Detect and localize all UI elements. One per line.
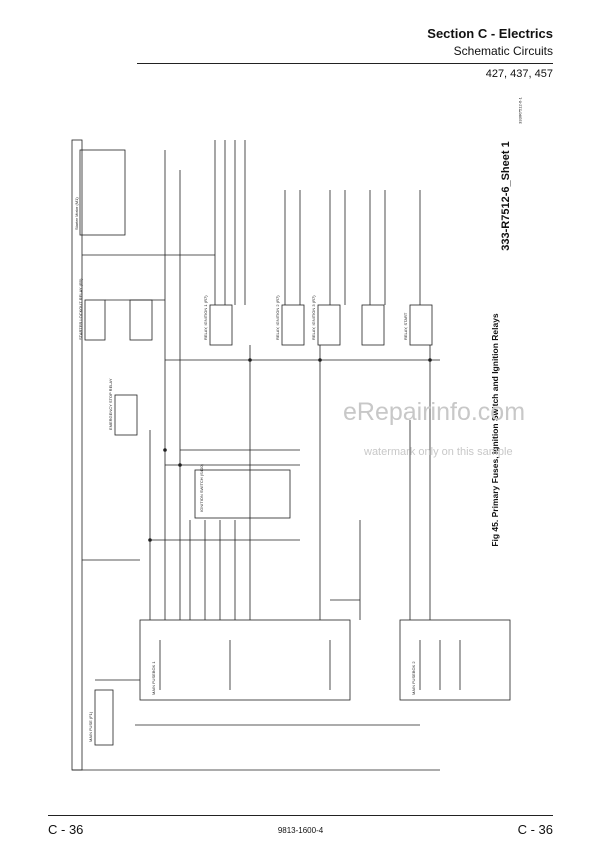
emergency-stop-relay-box — [114, 394, 138, 436]
section-title: Section C - Electrics — [427, 26, 553, 41]
frame-left-rail — [71, 139, 83, 771]
main-fusebox-2-box — [399, 619, 511, 701]
starter-lockout-relay-box — [84, 299, 106, 341]
figure-caption: Fig 45. Primary Fuses, Ignition Switch a… — [490, 313, 500, 547]
watermark-note: watermark only on this sample — [364, 446, 513, 458]
emergency-stop-relay-label: EMERGENCY STOP RELAY — [108, 378, 113, 430]
header-rule — [137, 63, 553, 64]
ignition-switch-box — [194, 469, 291, 519]
page-number-left: C - 36 — [48, 822, 84, 837]
main-fusebox-2-label: MAIN FUSEBOX 2 — [411, 661, 416, 695]
relay-ignition-3-box — [317, 304, 341, 346]
model-numbers: 427, 437, 457 — [485, 68, 553, 80]
relay-start-label: RELAY, START — [403, 312, 408, 340]
relay-ignition-2-label: RELAY, IGNITION 2 (R7) — [275, 295, 280, 340]
relay-ignition-4-box — [361, 304, 385, 346]
starter-motor-box — [79, 149, 126, 236]
sheet-label: 333-R7512-6_Sheet 1 — [500, 141, 512, 251]
starter-lockout-relay-label: STARTER LOCKOUT RELAY (R5) — [78, 278, 83, 340]
starter-motor-label: Starter Motor (M1) — [74, 197, 79, 230]
sheet-code: 333/R7512-6-1 — [517, 97, 523, 124]
relay-box-a — [129, 299, 153, 341]
main-fuse-label: MAIN FUSE (F1) — [88, 711, 93, 742]
relay-ignition-1-box — [209, 304, 233, 346]
footer-rule — [48, 815, 553, 816]
main-fuse-box — [94, 689, 114, 746]
relay-start-box — [409, 304, 433, 346]
ignition-switch-label: IGNITION SWITCH (S400) — [199, 464, 204, 512]
page-number-right: C - 36 — [517, 822, 553, 837]
document-number: 9813-1600-4 — [277, 826, 324, 835]
watermark-brand: eRepairinfo.com — [343, 398, 526, 426]
relay-ignition-3-label: RELAY, IGNITION 3 (R7) — [311, 295, 316, 340]
section-subtitle: Schematic Circuits — [453, 44, 553, 58]
relay-ignition-1-label: RELAY, IGNITION 1 (R7) — [203, 295, 208, 340]
relay-ignition-2-box — [281, 304, 305, 346]
main-fusebox-1-label: MAIN FUSEBOX 1 — [151, 661, 156, 695]
main-fusebox-1-box — [139, 619, 351, 701]
